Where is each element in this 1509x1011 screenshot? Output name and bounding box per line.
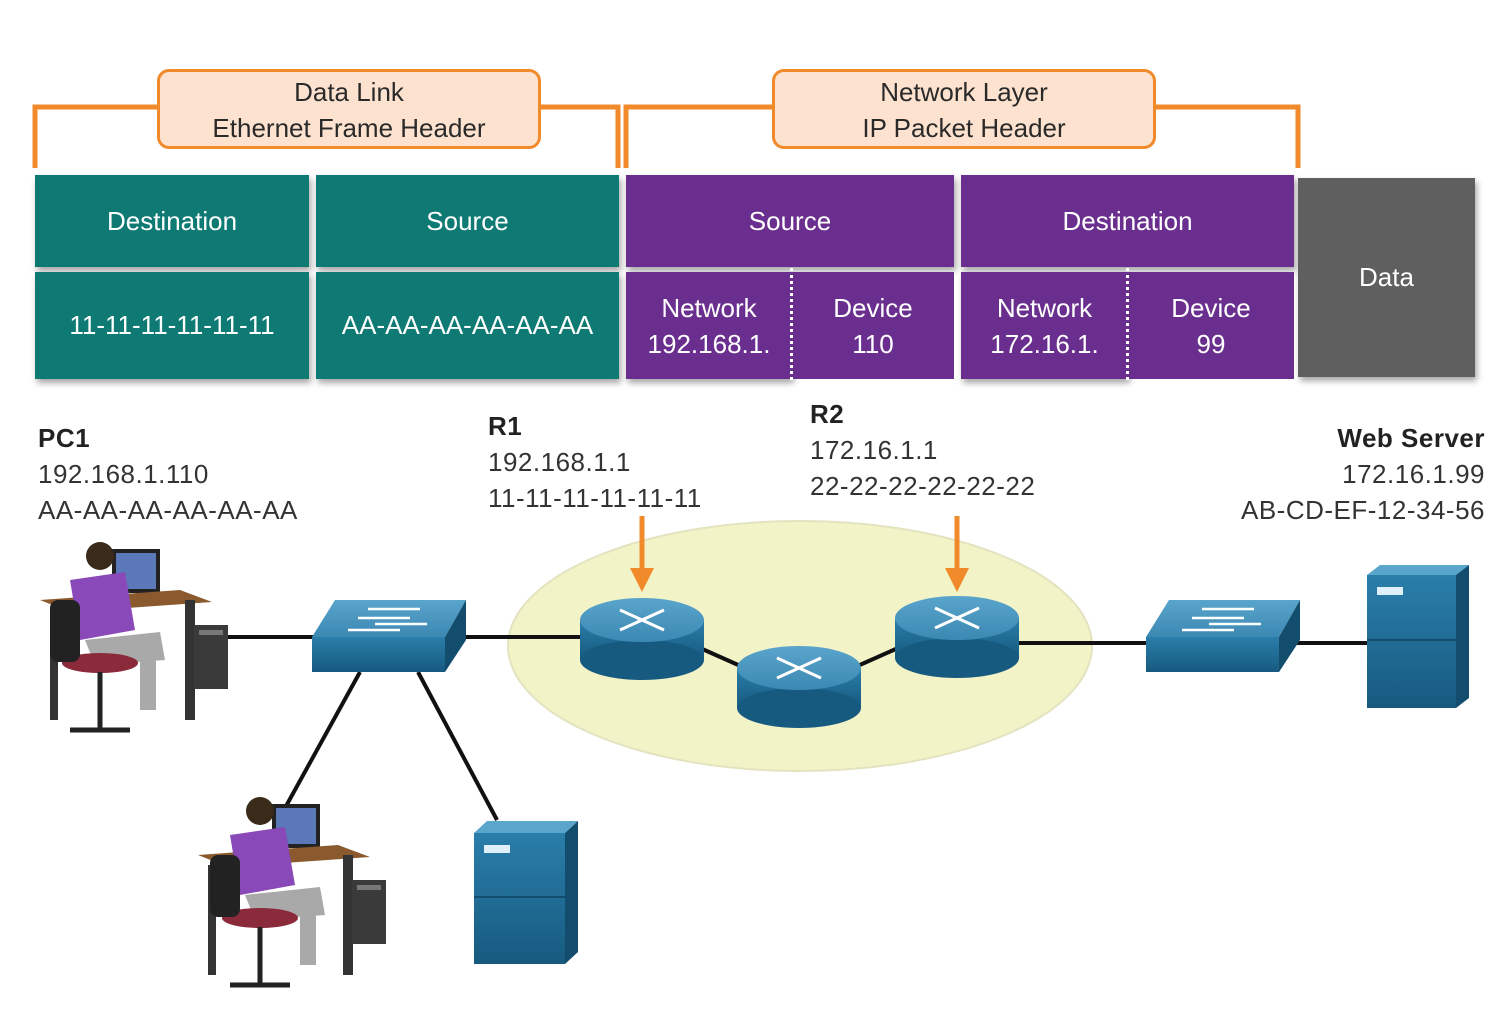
ip-source-label-text: Source (748, 205, 832, 236)
ip-destination-label: Destination (961, 175, 1294, 267)
network-layer-title: Network Layer (880, 77, 1048, 107)
switch-icon (312, 600, 466, 672)
data-link-title: Data Link (294, 77, 404, 107)
r1-name: R1 (488, 411, 523, 441)
router-arrow-r1 (630, 516, 654, 592)
pc1-mac: AA-AA-AA-AA-AA-AA (38, 495, 298, 525)
eth-source-label: Source (316, 175, 619, 267)
web-server-label: Web Server 172.16.1.99 AB-CD-EF-12-34-56 (1241, 420, 1485, 528)
network-links (228, 635, 1368, 821)
network-layer-header-label: Network Layer IP Packet Header (772, 69, 1156, 149)
ip-source-network: Network 192.168.1. (626, 272, 792, 379)
ip-destination-label-text: Destination (1062, 205, 1193, 236)
data-payload-label: Data (1359, 262, 1414, 292)
ip-destination-network-value: 172.16.1. (990, 328, 1099, 359)
ip-source-device: Device 110 (792, 272, 954, 379)
ip-source-divider (790, 268, 793, 380)
ip-source-network-value: 192.168.1. (647, 328, 771, 359)
r2-label: R2 172.16.1.1 22-22-22-22-22-22 (810, 396, 1035, 504)
data-link-header-label: Data Link Ethernet Frame Header (157, 69, 541, 149)
r2-mac: 22-22-22-22-22-22 (810, 471, 1036, 501)
eth-destination-label-text: Destination (106, 205, 238, 236)
ip-source-device-label: Device (833, 292, 913, 323)
ip-destination-network-label: Network (996, 292, 1093, 323)
ip-source-label: Source (626, 175, 954, 267)
network-cloud (507, 520, 1093, 772)
web-server-ip: 172.16.1.99 (1342, 459, 1485, 489)
switch-icon (1146, 600, 1300, 672)
eth-destination-mac: 11-11-11-11-11-11 (69, 310, 275, 340)
ip-destination-network: Network 172.16.1. (961, 272, 1128, 379)
pc1-ip: 192.168.1.110 (38, 459, 209, 489)
eth-destination-value: 11-11-11-11-11-11 (35, 272, 309, 379)
data-link-subtitle: Ethernet Frame Header (212, 113, 486, 143)
r2-ip: 172.16.1.1 (810, 435, 938, 465)
ip-source-device-value: 110 (852, 328, 894, 359)
r1-label: R1 192.168.1.1 11-11-11-11-11-11 (488, 408, 702, 516)
pc1-name: PC1 (38, 423, 91, 453)
ip-source-network-label: Network (661, 292, 757, 323)
person-at-computer-icon (198, 797, 386, 988)
person-at-computer-icon (40, 542, 228, 733)
web-server-name: Web Server (1337, 423, 1485, 453)
eth-destination-label: Destination (35, 175, 309, 267)
router-arrow-r2 (945, 516, 969, 592)
server-icon (474, 821, 578, 964)
eth-source-label-text: Source (426, 205, 509, 236)
ip-destination-device-label: Device (1171, 292, 1251, 323)
server-icon (1367, 565, 1469, 708)
router-icon (895, 596, 1019, 678)
r1-ip: 192.168.1.1 (488, 447, 631, 477)
eth-source-value: AA-AA-AA-AA-AA-AA (316, 272, 619, 379)
network-layer-subtitle: IP Packet Header (862, 113, 1066, 143)
ip-destination-device-value: 99 (1196, 328, 1226, 359)
web-server-mac: AB-CD-EF-12-34-56 (1240, 495, 1485, 525)
r1-mac: 11-11-11-11-11-11 (488, 483, 702, 513)
ip-destination-device: Device 99 (1128, 272, 1294, 379)
router-icon (580, 598, 704, 680)
pc1-label: PC1 192.168.1.110 AA-AA-AA-AA-AA-AA (38, 420, 298, 528)
ip-destination-divider (1126, 268, 1129, 380)
router-icon (737, 646, 861, 728)
eth-source-mac: AA-AA-AA-AA-AA-AA (341, 310, 594, 340)
data-payload: Data (1298, 178, 1475, 377)
r2-name: R2 (810, 399, 845, 429)
